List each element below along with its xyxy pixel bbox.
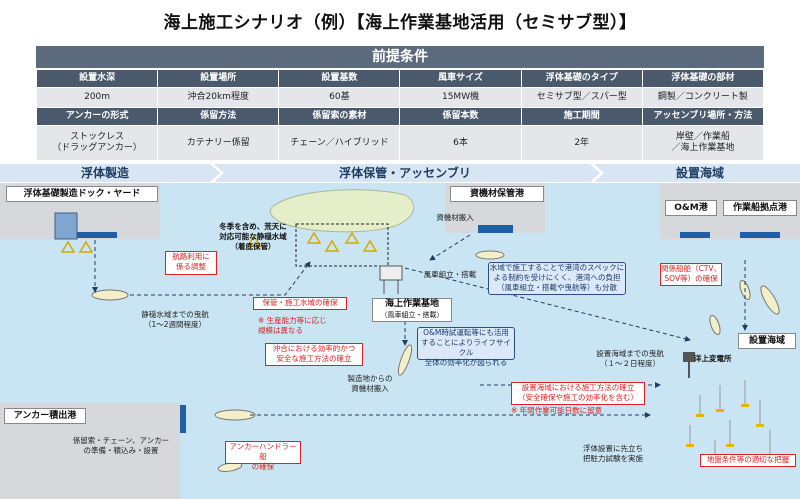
note-weather-days: ※ 年間作業可能日数に留意 bbox=[511, 406, 603, 415]
from-factory-label: 製造地からの 資機材搬入 bbox=[347, 374, 393, 393]
material-port-quay bbox=[478, 225, 513, 233]
work-port-label: 作業船拠点港 bbox=[723, 200, 797, 216]
om-port-label: O&M港 bbox=[665, 200, 717, 216]
material-port-label: 資機材保管港 bbox=[450, 186, 544, 202]
cond-head: 風車サイズ bbox=[399, 69, 522, 88]
cond-value: ストックレス （ドラッグアンカー） bbox=[35, 125, 159, 161]
phase-chevrons bbox=[0, 164, 800, 182]
note-vessels: 関係船舶（CTV、 SOV等）の確保 bbox=[660, 263, 722, 286]
note-productivity: ※ 生産能力等に応じ 規模は異なる bbox=[258, 316, 327, 335]
cond-head: 係留本数 bbox=[399, 107, 522, 126]
dock-building bbox=[54, 212, 78, 240]
phase-install-area: 設置海域 bbox=[675, 166, 724, 180]
assembly-base-sub: （風車組立・搭載） bbox=[380, 311, 444, 319]
material-in-label: 資機材搬入 bbox=[436, 213, 474, 222]
cond-value: 鋼製／コンクリート製 bbox=[641, 87, 765, 108]
page-title: 海上施工シナリオ（例）【海上作業基地活用（セミサブ型）】 bbox=[163, 13, 637, 33]
route-arrows bbox=[92, 234, 748, 418]
note-om-benefit: O&M時試運転等にも活用 することによりライフサイクル 全体の効率化が図られる bbox=[417, 327, 515, 367]
tow-calm-label: 静穏水域までの曳航 （1～2週間程度） bbox=[141, 310, 209, 329]
cond-value: 6本 bbox=[399, 125, 522, 161]
storage-area-label: 冬季を含め、荒天に 対応可能な静穏水域 （着底保管） bbox=[219, 222, 287, 251]
anchor-port-quay bbox=[180, 405, 186, 433]
conditions-table: 設置水深 設置場所 設置基数 風車サイズ 浮体基礎のタイプ 浮体基礎の部材 20… bbox=[35, 69, 765, 161]
pretension-label: 浮体設置に先立ち 把駐力試験を実施 bbox=[583, 444, 643, 463]
note-ground: 地盤条件等の適切な把握 bbox=[700, 454, 796, 467]
tow-area-label: 設置海域までの曳航 （１～２日程度） bbox=[596, 349, 664, 368]
cond-value: チェーン／ハイブリッド bbox=[278, 125, 401, 161]
phase-chevron-3 bbox=[594, 164, 800, 182]
phase-manufacture: 浮体製造 bbox=[80, 166, 129, 180]
anchor-port-label: アンカー積出港 bbox=[4, 408, 86, 424]
cond-head: アンカーの形式 bbox=[35, 107, 159, 126]
note-harbor-benefit: 水域で施工することで港湾のスペックに よる制約を受けにくく、港湾への負担 （風車… bbox=[488, 262, 626, 295]
install-area-label: 設置海域 bbox=[738, 333, 796, 349]
cond-head: 浮体基礎のタイプ bbox=[520, 69, 643, 88]
cond-value: セミサブ型／スパー型 bbox=[520, 87, 643, 108]
note-secure-area: 保管・施工水域の確保 bbox=[253, 297, 347, 310]
cond-head: 係留索の素材 bbox=[278, 107, 401, 126]
cond-value: 200m bbox=[35, 87, 159, 108]
cond-head: アッセンブリ場所・方法 bbox=[641, 107, 765, 126]
substation-label: 洋上変電所 bbox=[694, 354, 732, 363]
cond-head: 設置水深 bbox=[35, 69, 159, 88]
om-port-quay bbox=[680, 232, 710, 238]
work-port-quay bbox=[740, 232, 780, 238]
wind-assembly-label: 風車組立・搭載 bbox=[423, 270, 477, 279]
note-install-method: 設置海域における施工方法の確立 （安全確保や施工の効率化を含む） bbox=[511, 382, 645, 405]
conditions-header: 前提条件 bbox=[36, 46, 764, 68]
phase-chevron-1 bbox=[0, 164, 220, 182]
island bbox=[269, 189, 415, 233]
cond-value: 沖合20km程度 bbox=[157, 87, 280, 108]
cond-head: 浮体基礎の部材 bbox=[641, 69, 765, 88]
dock-quay bbox=[77, 232, 117, 238]
note-anchor-handler: アンカーハンドラー船 の確保 bbox=[225, 441, 301, 471]
dock-label: 浮体基礎製造ドック・ヤード bbox=[6, 186, 158, 202]
assembly-base-title: 海上作業基地 bbox=[384, 299, 439, 309]
wind-turbines bbox=[689, 380, 771, 460]
cond-value: 岸壁／作業船 ／海上作業基地 bbox=[641, 125, 765, 161]
cond-value: 15MW機 bbox=[399, 87, 522, 108]
note-route: 航路利用に 係る調整 bbox=[165, 251, 217, 275]
storage-area-outline bbox=[295, 223, 389, 267]
assembly-base-structure bbox=[379, 265, 403, 294]
anchor-prep-label: 係留索・チェーン、アンカー の準備・積込み・設置 bbox=[72, 436, 170, 455]
substation-structure bbox=[683, 352, 695, 378]
assembly-base-label: 海上作業基地 （風車組立・搭載） bbox=[372, 298, 452, 322]
cond-value: 2年 bbox=[520, 125, 643, 161]
note-offshore-method: 沖合における効率的かつ 安全な施工方法の確立 bbox=[265, 343, 363, 366]
cond-value: カテナリー係留 bbox=[157, 125, 280, 161]
phase-chevron-2 bbox=[214, 164, 600, 182]
floating-foundations bbox=[60, 231, 378, 253]
phase-storage-assembly: 浮体保管・アッセンブリ bbox=[339, 166, 471, 180]
